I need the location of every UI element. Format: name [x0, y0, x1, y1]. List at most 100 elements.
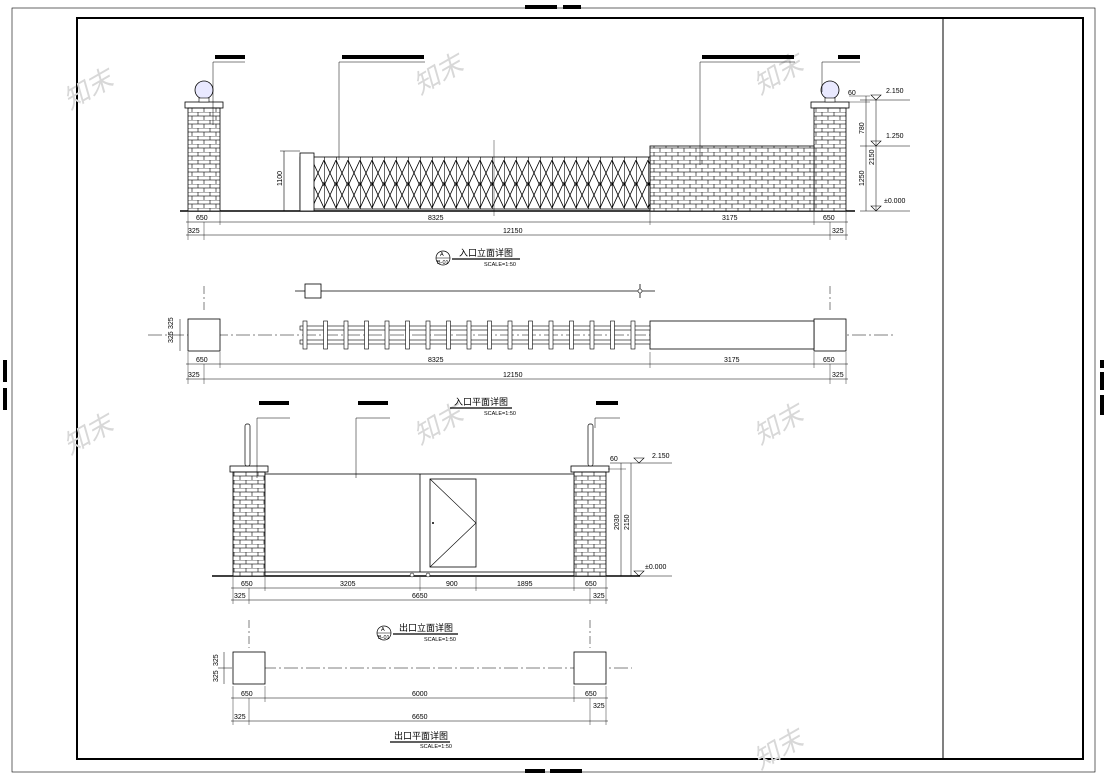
svg-text:325: 325	[168, 331, 175, 343]
svg-text:6000: 6000	[412, 691, 428, 698]
svg-text:SCALE=1:50: SCALE=1:50	[484, 411, 516, 417]
svg-text:325: 325	[213, 654, 220, 666]
exit-elevation-title-text: 出口立面详图	[399, 622, 453, 633]
gate-plan-ribs	[302, 320, 636, 350]
left-post-light	[244, 423, 251, 467]
annotation-mark	[342, 55, 424, 59]
svg-text:325: 325	[168, 317, 175, 329]
svg-text:3175: 3175	[724, 357, 740, 364]
svg-text:8325: 8325	[428, 215, 444, 222]
exit-elevation: 2.150 ±0.000 60 2030 2150 650 3205 900 1…	[212, 401, 672, 643]
entrance-elevation: 1100 2.150 1.250 ±0.000 60 780	[180, 55, 910, 268]
svg-text:知末: 知末	[59, 408, 122, 461]
svg-text:6650: 6650	[412, 714, 428, 721]
gate-rib	[507, 320, 513, 350]
annotation-mark	[596, 401, 618, 405]
svg-text:325: 325	[234, 593, 246, 600]
brick-wall	[649, 145, 815, 212]
exit-plan-title: 出口平面详图 SCALE=1:50	[390, 730, 452, 750]
annotation-mark	[702, 55, 794, 59]
svg-text:知末: 知末	[749, 723, 812, 776]
svg-text:3175: 3175	[722, 215, 738, 222]
svg-text:650: 650	[585, 581, 597, 588]
svg-text:B-01: B-01	[378, 635, 390, 641]
exit-elevation-title: A B-01 出口立面详图 SCALE=1:50	[376, 622, 458, 643]
gate-rib	[446, 320, 451, 350]
exit-plan: 325 325 650 6000 650 325 6650 325 出口平面详图…	[213, 620, 632, 750]
left-lamp	[194, 80, 214, 100]
svg-text:325: 325	[593, 593, 605, 600]
wall-plan	[649, 320, 815, 350]
exit-left-pillar	[232, 471, 266, 577]
svg-text:2.150: 2.150	[652, 453, 670, 460]
svg-text:1.250: 1.250	[886, 133, 904, 140]
exit-plan-title-text: 出口平面详图	[394, 730, 448, 741]
svg-text:SCALE=1:50: SCALE=1:50	[420, 744, 452, 750]
svg-text:325: 325	[832, 372, 844, 379]
svg-text:1100: 1100	[277, 171, 284, 186]
svg-text:325: 325	[213, 670, 220, 682]
svg-text:650: 650	[196, 215, 208, 222]
svg-text:650: 650	[241, 691, 253, 698]
svg-text:650: 650	[241, 581, 253, 588]
svg-text:60: 60	[848, 90, 856, 97]
annotation-mark	[215, 55, 245, 59]
svg-text:SCALE=1:50: SCALE=1:50	[424, 637, 456, 643]
gate-rib	[466, 320, 472, 350]
right-post-light	[587, 423, 594, 467]
gate-rib	[487, 320, 492, 350]
pedestrian-door	[429, 478, 477, 568]
entrance-elevation-title: A B-01 入口立面详图 SCALE=1:50	[435, 247, 520, 268]
sheet-frame	[3, 5, 1104, 773]
svg-text:A: A	[381, 627, 385, 633]
svg-text:325: 325	[593, 703, 605, 710]
exit-right-pillar-plan	[573, 651, 607, 685]
entrance-elevation-title-text: 入口立面详图	[459, 247, 513, 258]
svg-text:325: 325	[832, 228, 844, 235]
svg-text:B-01: B-01	[437, 260, 449, 266]
svg-text:650: 650	[585, 691, 597, 698]
svg-text:325: 325	[234, 714, 246, 721]
svg-text:知末: 知末	[749, 398, 812, 451]
svg-text:650: 650	[823, 357, 835, 364]
entrance-plan-title-text: 入口平面详图	[454, 396, 508, 407]
svg-text:60: 60	[610, 456, 618, 463]
gate-rib	[384, 320, 390, 350]
svg-text:650: 650	[823, 215, 835, 222]
exit-right-pillar	[573, 471, 607, 577]
entrance-plan-title: 入口平面详图 SCALE=1:50	[450, 396, 516, 417]
gate-rib	[364, 320, 369, 350]
svg-text:A: A	[440, 252, 444, 258]
svg-text:2030: 2030	[614, 514, 621, 530]
svg-text:±0.000: ±0.000	[884, 198, 905, 205]
right-pillar-plan	[813, 318, 847, 352]
gate-rib	[630, 320, 636, 350]
svg-text:SCALE=1:50: SCALE=1:50	[484, 262, 516, 268]
svg-text:900: 900	[446, 581, 458, 588]
svg-text:2150: 2150	[869, 149, 876, 165]
svg-text:12150: 12150	[503, 228, 523, 235]
svg-text:650: 650	[196, 357, 208, 364]
svg-text:325: 325	[188, 228, 200, 235]
gate-rib	[343, 320, 349, 350]
svg-text:2150: 2150	[624, 514, 631, 530]
horizontal-dims: 650 8325 3175 650 325 12150 325	[186, 140, 848, 240]
svg-text:1250: 1250	[859, 170, 866, 186]
vertical-dims: 60 780 1250 2150	[848, 90, 877, 211]
gate-rib	[548, 320, 554, 350]
svg-text:325: 325	[188, 372, 200, 379]
level-markers: 2.150 1.250 ±0.000	[860, 88, 910, 212]
gate-rib	[589, 320, 595, 350]
svg-text:1895: 1895	[517, 581, 533, 588]
gate-rib	[610, 320, 615, 350]
svg-text:780: 780	[859, 122, 866, 134]
svg-text:12150: 12150	[503, 372, 523, 379]
left-brick-pillar	[187, 107, 221, 212]
right-lamp	[820, 80, 840, 100]
gate-rib	[323, 320, 328, 350]
annotation-mark	[259, 401, 289, 405]
svg-text:知末: 知末	[59, 63, 122, 116]
gate-rib	[528, 320, 533, 350]
entrance-plan: 325 325 650 8325 3175 650 325 12150 325 …	[148, 283, 895, 417]
